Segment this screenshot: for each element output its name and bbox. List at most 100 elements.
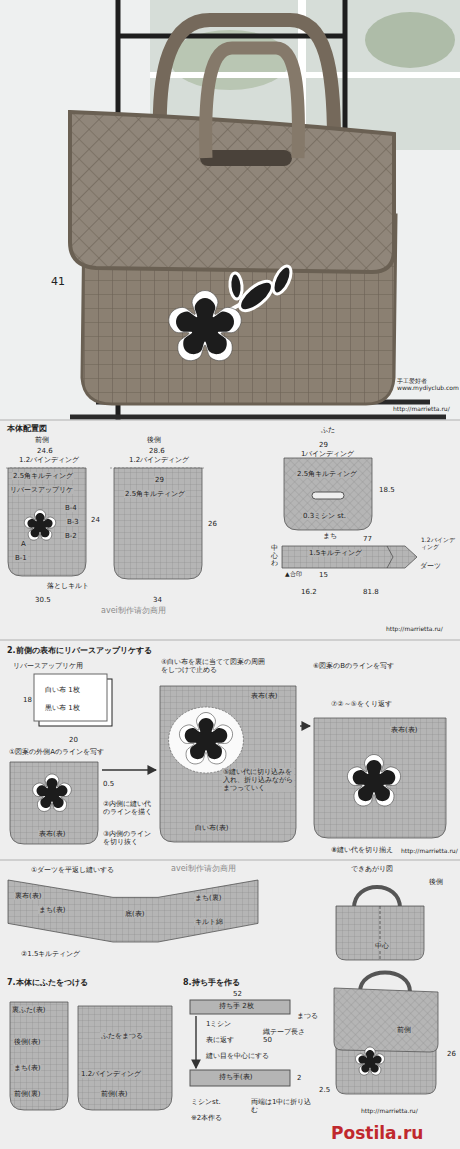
logo-text: Postila.ru bbox=[330, 1124, 424, 1144]
appliqué-leaves bbox=[229, 263, 295, 315]
piece-text: 後側(表) bbox=[13, 1038, 41, 1046]
note-label: 表に返す bbox=[205, 1036, 235, 1044]
appliqué-flower bbox=[179, 713, 232, 764]
piece-heading: 後側 bbox=[428, 878, 444, 886]
piece-text: 表布(表) bbox=[390, 726, 418, 734]
sheet bbox=[0, 420, 460, 1149]
note-label: 28.6 bbox=[148, 447, 166, 455]
white-fabric bbox=[355, 1047, 384, 1075]
white-fabric bbox=[34, 674, 107, 721]
quilting bbox=[8, 468, 86, 576]
piece-heading: 後側 bbox=[146, 436, 162, 444]
garden bbox=[170, 30, 290, 90]
watermark: avei制作请勿商用 bbox=[170, 864, 237, 873]
piece-text: まち(表) bbox=[13, 1064, 41, 1072]
note-label: 15 bbox=[318, 571, 329, 579]
section-heading: 2.前側の表布にリバースアップリケする bbox=[6, 646, 153, 655]
photo-caption: http://marrietta.ru/ bbox=[392, 406, 451, 413]
photo-caption: 41 bbox=[50, 276, 66, 289]
piece-text: まち(表) bbox=[38, 906, 66, 914]
piece-text: まち(裏) bbox=[194, 894, 222, 902]
piece-text: ⑤縫い代に切り込みを入れ、折り込みながらまつっていく bbox=[222, 768, 294, 792]
bag-flap bbox=[70, 112, 394, 272]
section-heading: 8.持ち手を作る bbox=[182, 978, 241, 987]
black-fabric bbox=[185, 718, 228, 759]
handle bbox=[354, 887, 400, 908]
photo-ground bbox=[0, 0, 460, 420]
note-label: 26 bbox=[446, 1050, 457, 1058]
quilting bbox=[284, 458, 372, 530]
fabric bbox=[336, 906, 424, 960]
quilting bbox=[10, 762, 98, 844]
fabric bbox=[10, 1002, 68, 1110]
piece-text: A bbox=[20, 540, 27, 548]
pattern-piece: 表布(表) bbox=[8, 760, 100, 846]
note-label: ※2本作る bbox=[190, 1114, 223, 1122]
step-arrow bbox=[195, 1016, 196, 1068]
note-label: 34 bbox=[152, 596, 163, 604]
piece-text: B-3 bbox=[66, 518, 80, 526]
piece-text: 持ち手(表) bbox=[218, 1073, 253, 1081]
drawing-part bbox=[269, 263, 294, 296]
pattern-piece: 前側2.5角キルティングリバースアップリケAB-1B-2B-3B-4 bbox=[6, 436, 88, 578]
note-label: 77 bbox=[362, 535, 373, 543]
note-label: ダーツ bbox=[419, 562, 442, 570]
note-label: 1.2バインディング bbox=[128, 456, 190, 464]
pattern-piece: 後側292.5角キルティング bbox=[112, 436, 204, 581]
handle bbox=[206, 48, 299, 158]
pattern-piece: まち1.5キルティング bbox=[282, 532, 417, 570]
note-label: 2.5 bbox=[318, 1086, 331, 1094]
white-fabric bbox=[169, 707, 244, 773]
appliqué-flower bbox=[355, 1047, 384, 1075]
note-label: 18.5 bbox=[378, 486, 396, 494]
note-label: 16.2 bbox=[300, 588, 318, 596]
piece-text: 白い布(表) bbox=[194, 824, 229, 832]
fabric bbox=[160, 686, 296, 842]
piece-text: 中心 bbox=[374, 942, 390, 950]
piece-text: 前側(表) bbox=[100, 1090, 128, 1098]
note-label: 1.2バインディング bbox=[18, 456, 80, 464]
quilting bbox=[70, 112, 394, 272]
pattern-piece: 表布(表)⑤縫い代に切り込みを入れ、折り込みながらまつっていく白い布(表) bbox=[158, 684, 298, 844]
note-label: 52 bbox=[232, 990, 243, 998]
note-label: できあがり図 bbox=[350, 865, 394, 873]
fabric-piece: 白い布 1枚黒い布 1枚 bbox=[34, 674, 112, 726]
bag-photo bbox=[0, 0, 460, 420]
note-label: リバースアップリケ用 bbox=[12, 662, 84, 670]
note-label: 2 bbox=[296, 1074, 302, 1082]
piece-text: ふたをまつる bbox=[100, 1032, 144, 1040]
note-label: 1ミシン bbox=[205, 1020, 232, 1028]
note-label: 24.6 bbox=[36, 447, 54, 455]
pattern-piece: 表布(表) bbox=[312, 716, 448, 840]
quilting bbox=[282, 546, 417, 568]
note-label: ▲合印 bbox=[284, 571, 303, 578]
black-fabric bbox=[37, 778, 68, 808]
note-label: 1バインディング bbox=[300, 450, 355, 458]
drawing-part bbox=[229, 273, 243, 300]
note-label: ミシンst. bbox=[190, 1098, 222, 1106]
white-fabric bbox=[24, 510, 55, 540]
step-arrow bbox=[300, 725, 310, 726]
handle-slot bbox=[200, 150, 292, 166]
quilting bbox=[8, 880, 258, 942]
pattern-piece: ふたをまつる1.2バインディング前側(表) bbox=[76, 996, 174, 1112]
step-arrow bbox=[102, 769, 156, 770]
piece-text: 底(表) bbox=[124, 910, 145, 918]
section-divider bbox=[0, 420, 460, 860]
note-label: 29 bbox=[318, 441, 329, 449]
piece-text: 2.5角キルティング bbox=[124, 490, 186, 498]
note-label: 24 bbox=[90, 516, 101, 524]
note-label: http://marrietta.ru/ bbox=[360, 1108, 419, 1115]
piece-heading: 前側 bbox=[34, 436, 50, 444]
appliqué-flower bbox=[169, 291, 242, 361]
piece-outline bbox=[312, 716, 448, 840]
appliqué-flower bbox=[24, 510, 55, 540]
white-fabric bbox=[169, 291, 242, 361]
dart bbox=[387, 546, 393, 568]
note-label: ⑥図案のBのラインを写す bbox=[312, 662, 444, 670]
pattern-piece: ふた2.5角キルティング0.3ミシン st. bbox=[282, 426, 374, 532]
fabric bbox=[78, 1006, 172, 1110]
fabric bbox=[284, 458, 372, 530]
center-line bbox=[380, 906, 381, 960]
note-label: 81.8 bbox=[362, 588, 380, 596]
